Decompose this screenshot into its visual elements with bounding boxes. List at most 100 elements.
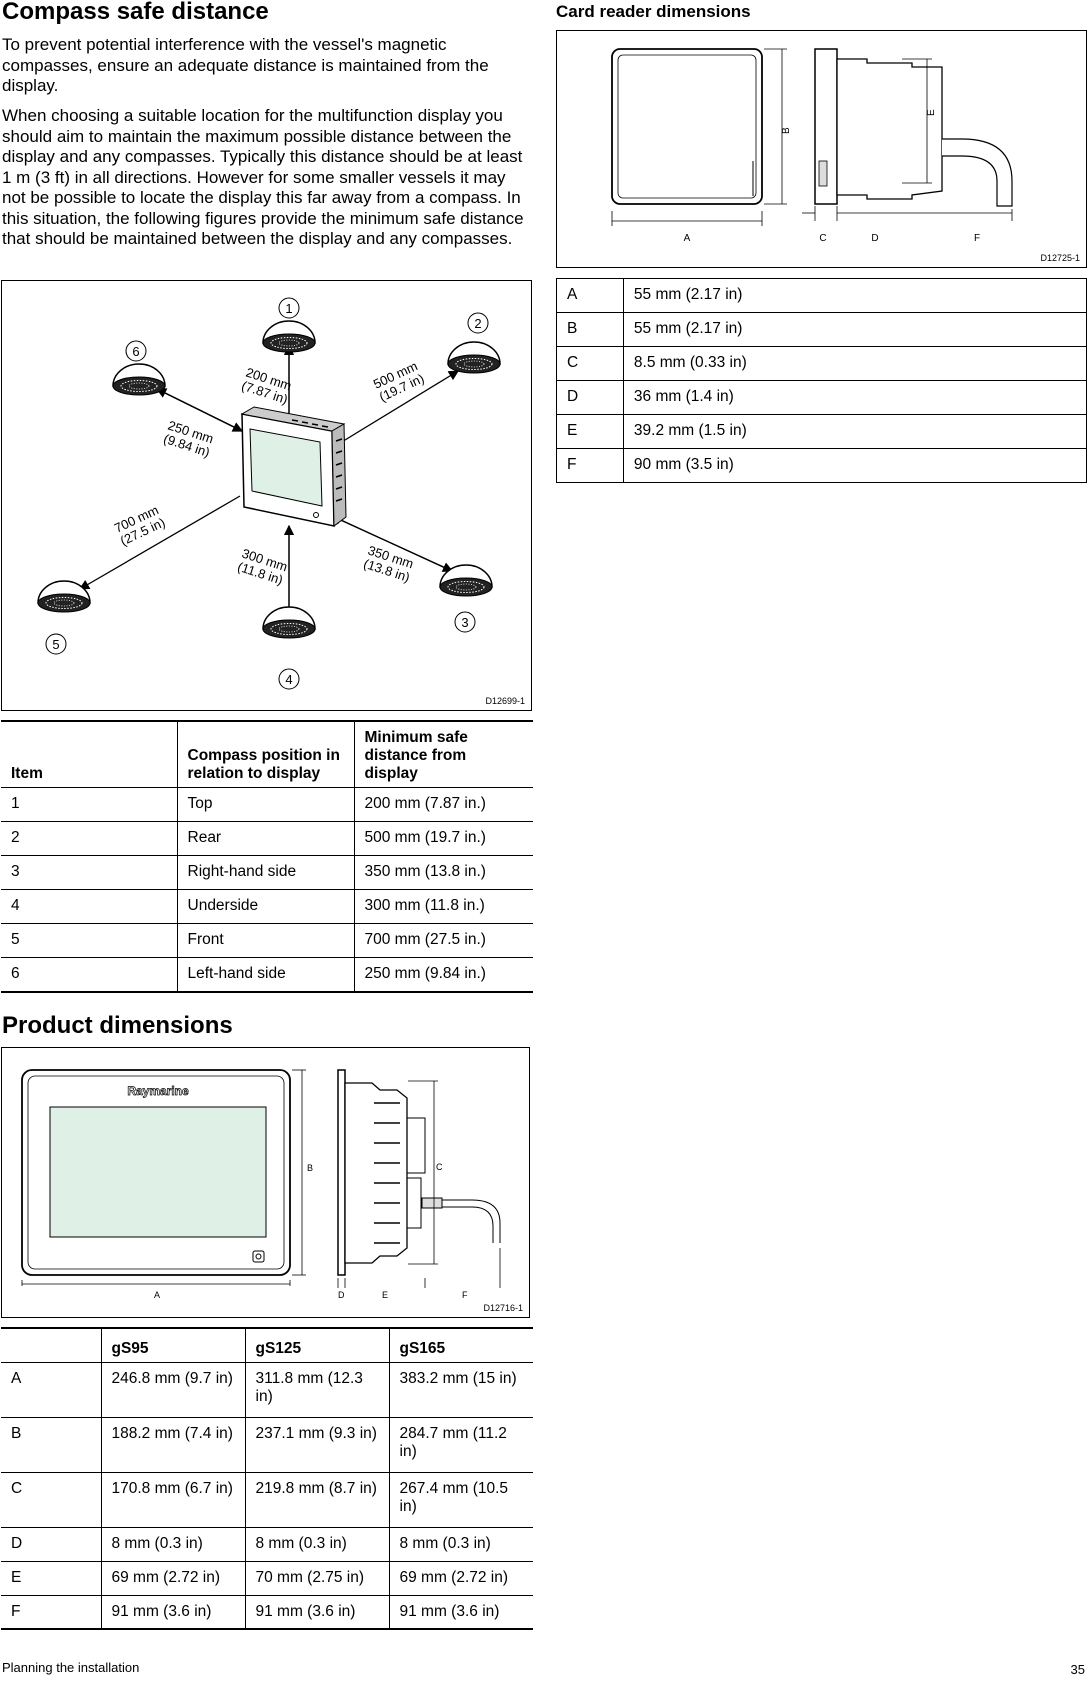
table-cell: 219.8 mm (8.7 in) xyxy=(244,1472,389,1528)
card-dim-label-e: E xyxy=(926,109,937,116)
table-cell: 284.7 mm (11.2 in) xyxy=(388,1417,533,1473)
card-reader-dimensions-table: A 55 mm (2.17 in) B 55 mm (2.17 in) C 8.… xyxy=(556,278,1088,483)
table-row: 4 Underside 300 mm (11.8 in.) xyxy=(1,889,533,924)
table-cell: 350 mm (13.8 in.) xyxy=(353,855,533,890)
column-header: gS125 xyxy=(244,1328,389,1363)
table-cell: C xyxy=(556,346,624,381)
footer-section-title: Planning the installation xyxy=(2,1660,140,1675)
table-row: 2 Rear 500 mm (19.7 in.) xyxy=(1,821,533,856)
column-header: gS165 xyxy=(388,1328,533,1363)
compass-2-icon xyxy=(447,341,501,374)
column-header: gS95 xyxy=(100,1328,245,1363)
product-dimensions-title: Product dimensions xyxy=(2,1012,233,1039)
compass-distance-diagram: 200 mm (7.87 in) 500 mm (19.7 in) 250 mm… xyxy=(37,297,501,690)
dim-label-a: A xyxy=(154,1290,160,1300)
table-cell: 6 xyxy=(1,957,177,992)
figure-id: D12725-1 xyxy=(1040,253,1080,263)
table-row: F 91 mm (3.6 in) 91 mm (3.6 in) 91 mm (3… xyxy=(1,1595,533,1630)
table-cell: 70 mm (2.75 in) xyxy=(244,1561,389,1596)
card-dim-label-d: D xyxy=(871,233,878,244)
table-cell: 8.5 mm (0.33 in) xyxy=(622,346,1088,381)
callout-1: 1 xyxy=(285,301,292,316)
brand-logo: Raymarine xyxy=(127,1084,189,1098)
column-header: Minimum safe distance from display xyxy=(353,721,533,788)
table-cell: 246.8 mm (9.7 in) xyxy=(100,1362,245,1418)
table-row: C 8.5 mm (0.33 in) xyxy=(556,346,1088,381)
table-row: F 90 mm (3.5 in) xyxy=(556,448,1088,483)
figure-id: D12699-1 xyxy=(485,696,525,706)
table-header-row: Item Compass position in relation to dis… xyxy=(1,721,533,788)
table-cell: 237.1 mm (9.3 in) xyxy=(244,1417,389,1473)
table-cell: E xyxy=(556,414,624,449)
product-dimensions-table: gS95 gS125 gS165 A 246.8 mm (9.7 in) 311… xyxy=(1,1327,533,1630)
compass-1-icon xyxy=(262,320,316,353)
table-cell: 1 xyxy=(1,787,177,822)
table-cell: 700 mm (27.5 in.) xyxy=(353,923,533,958)
table-cell: 311.8 mm (12.3 in) xyxy=(244,1362,389,1418)
table-cell: Right-hand side xyxy=(176,855,354,890)
table-cell: Underside xyxy=(176,889,354,924)
table-cell: 200 mm (7.87 in.) xyxy=(353,787,533,822)
compass-guidance-paragraph: When choosing a suitable location for th… xyxy=(2,106,524,248)
callout-6: 6 xyxy=(132,344,139,359)
callout-3: 3 xyxy=(461,615,468,630)
table-row: D 36 mm (1.4 in) xyxy=(556,380,1088,415)
table-row: 5 Front 700 mm (27.5 in.) xyxy=(1,923,533,958)
compass-distance-table: Item Compass position in relation to dis… xyxy=(1,720,533,993)
card-dim-label-b: B xyxy=(781,127,792,134)
table-cell: 91 mm (3.6 in) xyxy=(388,1595,533,1630)
table-cell: Front xyxy=(176,923,354,958)
table-cell: 91 mm (3.6 in) xyxy=(100,1595,245,1630)
compass-title: Compass safe distance xyxy=(2,0,269,25)
table-cell: 91 mm (3.6 in) xyxy=(244,1595,389,1630)
table-cell: 250 mm (9.84 in.) xyxy=(353,957,533,992)
table-row: B 188.2 mm (7.4 in) 237.1 mm (9.3 in) 28… xyxy=(1,1417,533,1473)
table-row: B 55 mm (2.17 in) xyxy=(556,312,1088,347)
table-cell: 267.4 mm (10.5 in) xyxy=(388,1472,533,1528)
table-cell: D xyxy=(1,1527,101,1562)
table-cell: Rear xyxy=(176,821,354,856)
table-row: A 246.8 mm (9.7 in) 311.8 mm (12.3 in) 3… xyxy=(1,1362,533,1418)
table-row: 1 Top 200 mm (7.87 in.) xyxy=(1,787,533,822)
display-unit-icon xyxy=(240,406,347,527)
table-cell: 500 mm (19.7 in.) xyxy=(353,821,533,856)
table-cell: 8 mm (0.3 in) xyxy=(100,1527,245,1562)
table-row: A 55 mm (2.17 in) xyxy=(556,278,1088,313)
table-row: 6 Left-hand side 250 mm (9.84 in.) xyxy=(1,957,533,992)
card-dim-label-f: F xyxy=(974,233,980,244)
dim-label-b: B xyxy=(307,1163,313,1173)
table-cell: A xyxy=(556,278,624,313)
column-header xyxy=(1,1328,101,1363)
table-cell: 300 mm (11.8 in.) xyxy=(353,889,533,924)
callout-4: 4 xyxy=(285,672,292,687)
table-row: E 69 mm (2.72 in) 70 mm (2.75 in) 69 mm … xyxy=(1,1561,533,1596)
table-cell: C xyxy=(1,1472,101,1528)
product-dimensions-figure: Raymarine A B xyxy=(1,1047,530,1318)
table-cell: F xyxy=(556,448,624,483)
table-cell: E xyxy=(1,1561,101,1596)
page-number: 35 xyxy=(1070,1662,1085,1677)
table-row: E 39.2 mm (1.5 in) xyxy=(556,414,1088,449)
table-cell: Top xyxy=(176,787,354,822)
card-reader-figure: A B E C D F D12725-1 xyxy=(556,30,1087,268)
table-cell: 383.2 mm (15 in) xyxy=(388,1362,533,1418)
dim-label-c: C xyxy=(436,1162,443,1172)
distance-arrows xyxy=(78,344,460,621)
compass-distance-figure: 200 mm (7.87 in) 500 mm (19.7 in) 250 mm… xyxy=(1,280,532,711)
table-cell: 188.2 mm (7.4 in) xyxy=(100,1417,245,1473)
compass-6-icon xyxy=(112,363,166,396)
column-header: Item xyxy=(1,721,177,788)
dim-label-e: E xyxy=(382,1290,388,1300)
table-cell: 69 mm (2.72 in) xyxy=(100,1561,245,1596)
table-cell: B xyxy=(1,1417,101,1473)
table-cell: 5 xyxy=(1,923,177,958)
table-cell: 170.8 mm (6.7 in) xyxy=(100,1472,245,1528)
card-dim-label-c: C xyxy=(819,233,826,244)
table-row: 3 Right-hand side 350 mm (13.8 in.) xyxy=(1,855,533,890)
table-row: D 8 mm (0.3 in) 8 mm (0.3 in) 8 mm (0.3 … xyxy=(1,1527,533,1562)
card-reader-diagram: A B E C D F xyxy=(611,48,1013,244)
table-cell: B xyxy=(556,312,624,347)
column-header: Compass position in relation to display xyxy=(176,721,354,788)
table-cell: 39.2 mm (1.5 in) xyxy=(622,414,1088,449)
callout-5: 5 xyxy=(52,637,59,652)
